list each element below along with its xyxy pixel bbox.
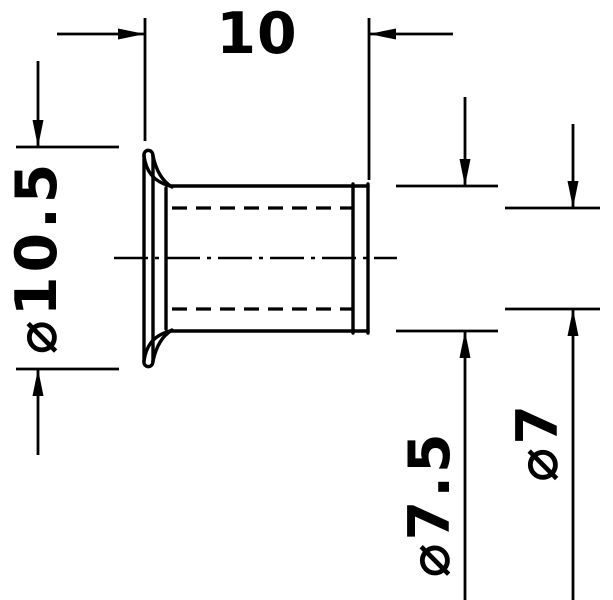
arrowhead <box>32 120 44 147</box>
arrowhead <box>459 331 471 358</box>
dimension-length <box>57 18 453 180</box>
length-dimension-label: 10 <box>216 1 298 67</box>
flange-diameter-label: ⌀10.5 <box>4 159 70 355</box>
arrowhead <box>118 28 145 40</box>
hidden-bore-lines <box>172 206 353 311</box>
flange-rim-bottom-curl <box>142 359 155 369</box>
bore-diameter-label: ⌀7 <box>505 402 571 482</box>
arrowhead <box>567 309 579 336</box>
arrowhead <box>459 159 471 186</box>
flange-outer-bottom-curve <box>142 329 172 363</box>
flange-inner-bottom-curve <box>151 328 174 363</box>
arrowhead <box>369 28 396 40</box>
arrowhead <box>32 369 44 396</box>
dimension-outer-diameter <box>396 97 498 600</box>
arrowhead <box>567 181 579 208</box>
outer-diameter-label: ⌀7.5 <box>397 430 463 578</box>
dimension-bore-diameter <box>505 124 600 600</box>
dimension-flange-diameter <box>16 61 119 455</box>
